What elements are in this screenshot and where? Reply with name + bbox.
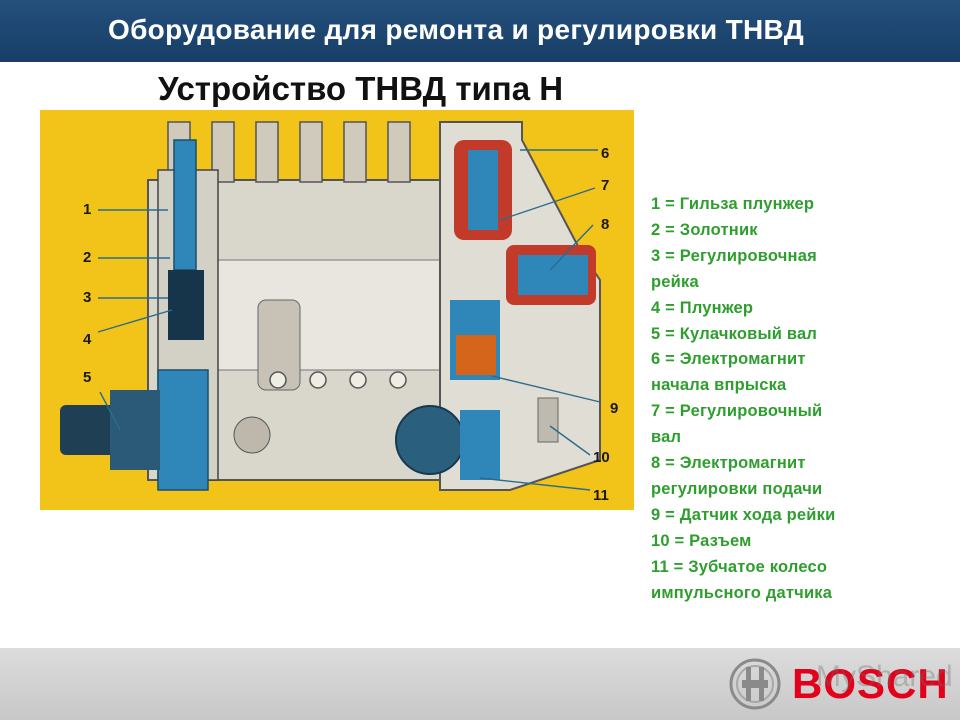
legend-line: импульсного датчика [651,583,833,602]
callout-1: 1 [83,201,92,218]
legend-line: 10 = Разъем [651,531,752,550]
legend-line: 5 = Кулачковый вал [651,324,818,343]
slide-title: Устройство ТНВД типа H [158,70,564,107]
legend-line: начала впрыска [651,376,787,395]
callout-11: 11 [593,487,609,504]
legend-line: 4 = Плунжер [651,298,754,317]
watermark: MyShared [816,660,953,693]
legend-line: 2 = Золотник [651,220,758,239]
legend-line: 3 = Регулировочная [651,246,817,265]
callout-4: 4 [83,331,92,348]
callout-6: 6 [601,145,610,162]
header-title: Оборудование для ремонта и регулировки Т… [108,14,804,45]
legend-line: 7 = Регулировочный [651,402,823,421]
legend-line: вал [651,428,682,447]
legend-line: рейка [651,272,699,291]
legend-line: 8 = Электромагнит [651,454,806,473]
pump-illustration [40,110,634,510]
footer-bar [0,648,960,720]
callout-3: 3 [83,289,92,306]
bosch-armature-icon [729,658,781,710]
legend-line: регулировки подачи [651,479,823,498]
header-bar: Оборудование для ремонта и регулировки Т… [0,0,960,62]
callout-2: 2 [83,249,92,266]
callout-8: 8 [601,216,610,233]
legend-list: 1 = Гильза плунжер 2 = Золотник 3 = Регу… [651,192,901,607]
callout-10: 10 [593,449,610,466]
callout-9: 9 [610,400,619,417]
legend-line: 9 = Датчик хода рейки [651,505,836,524]
callout-5: 5 [83,369,92,386]
legend-line: 6 = Электромагнит [651,350,806,369]
legend-line: 11 = Зубчатое колесо [651,557,828,576]
callout-7: 7 [601,177,610,194]
legend-line: 1 = Гильза плунжер [651,195,815,213]
bosch-logo: BOSCH [792,660,949,707]
pump-cutaway-figure [40,110,634,510]
